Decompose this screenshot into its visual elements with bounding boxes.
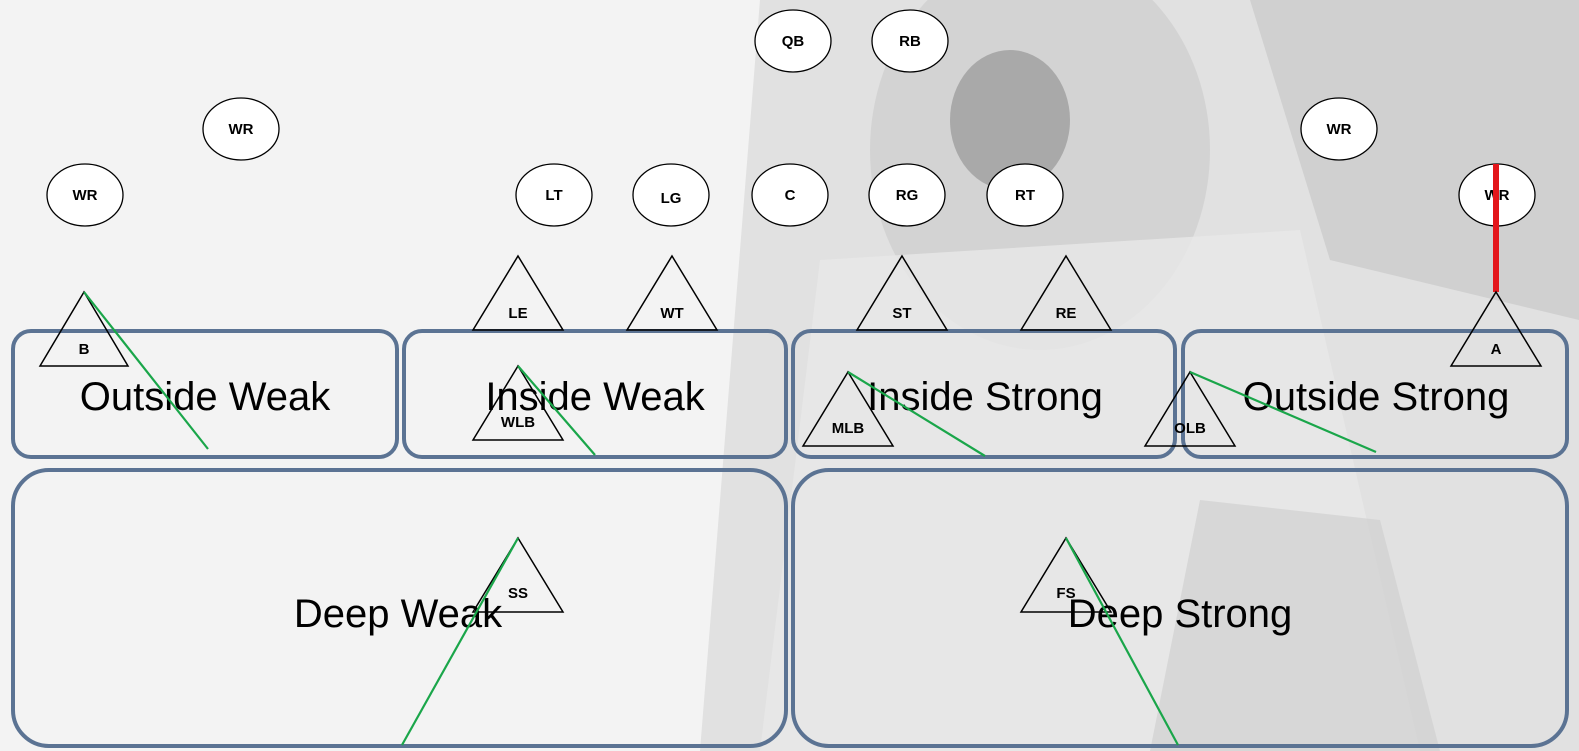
zone-outside-weak: Outside Weak	[11, 329, 399, 459]
player-label: WR	[73, 187, 98, 204]
coverage-line-olb	[1189, 370, 1377, 454]
zone-label: Outside Weak	[80, 375, 331, 419]
zone-label: Deep Weak	[294, 592, 503, 636]
player-re: RE	[1019, 254, 1113, 331]
player-lg: LG	[632, 163, 710, 227]
zone-outside-strong: Outside Strong	[1181, 329, 1569, 459]
coverage-line-fs	[1065, 537, 1179, 746]
player-b: B	[38, 290, 130, 367]
player-wt: WT	[625, 254, 719, 331]
player-label: LT	[545, 187, 562, 204]
coverage-line-b	[83, 291, 209, 450]
player-rb: RB	[871, 9, 949, 73]
player-label: OLB	[1174, 420, 1206, 437]
player-qb: QB	[754, 9, 832, 73]
player-label: A	[1491, 341, 1502, 358]
player-rg: RG	[868, 163, 946, 227]
player-label: WR	[229, 121, 254, 138]
player-wr-slot-right: WR	[1300, 97, 1378, 161]
player-lt: LT	[515, 163, 593, 227]
player-c: C	[751, 163, 829, 227]
player-label: RT	[1015, 187, 1035, 204]
player-label: WR	[1327, 121, 1352, 138]
player-label: QB	[782, 33, 805, 50]
zone-label: Inside Weak	[485, 375, 705, 419]
player-mlb: MLB	[801, 370, 895, 447]
player-rt: RT	[986, 163, 1064, 227]
player-label: WLB	[501, 414, 535, 431]
zone-deep-strong: Deep Strong	[791, 468, 1569, 748]
player-wlb: WLB	[471, 364, 565, 441]
player-label: RB	[899, 33, 921, 50]
zone-inside-weak: Inside Weak	[402, 329, 788, 459]
player-label: LE	[508, 305, 527, 322]
player-ss: SS	[471, 536, 565, 613]
player-fs: FS	[1019, 536, 1113, 613]
player-label: LG	[661, 190, 682, 207]
zone-inside-strong: Inside Strong	[791, 329, 1177, 459]
player-a: A	[1449, 290, 1543, 367]
player-label: WT	[660, 305, 683, 322]
player-label: B	[79, 341, 90, 358]
player-wr-slot-left: WR	[202, 97, 280, 161]
player-label: C	[785, 187, 796, 204]
player-st: ST	[855, 254, 949, 331]
coverage-line-ss	[401, 537, 519, 746]
player-le: LE	[471, 254, 565, 331]
zone-label: Outside Strong	[1243, 375, 1510, 419]
coverage-lines	[83, 291, 1377, 746]
zone-label: Deep Strong	[1068, 592, 1293, 636]
player-label: FS	[1056, 585, 1075, 602]
player-label: RG	[896, 187, 919, 204]
player-label: RE	[1056, 305, 1077, 322]
zone-label: Inside Strong	[867, 375, 1103, 419]
player-wr-wide-left: WR	[46, 163, 124, 227]
player-olb: OLB	[1143, 370, 1237, 447]
player-label: SS	[508, 585, 528, 602]
zone-deep-weak: Deep Weak	[11, 468, 788, 748]
coverage-line-wlb	[517, 365, 596, 456]
coverage-line-mlb	[847, 371, 986, 457]
player-label: MLB	[832, 420, 865, 437]
player-label: ST	[892, 305, 911, 322]
